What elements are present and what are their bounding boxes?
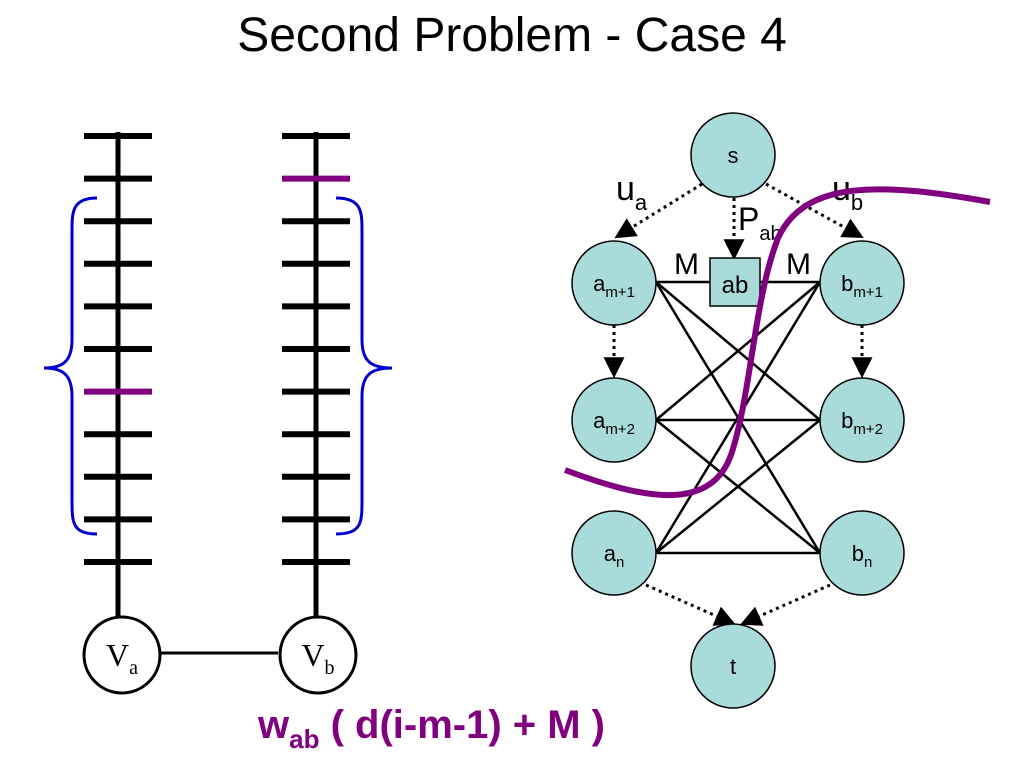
node-ab-label: ab bbox=[722, 272, 749, 299]
label-ub: ub bbox=[832, 170, 863, 215]
label-m-right: M bbox=[786, 248, 811, 281]
label-pab-main: P bbox=[738, 201, 759, 237]
svg-text:bn: bn bbox=[852, 541, 873, 571]
slide-title: Second Problem - Case 4 bbox=[237, 9, 787, 62]
ladder-b bbox=[282, 132, 350, 618]
node-bm2: bm+2 bbox=[819, 377, 905, 463]
vertex-va-main: V bbox=[106, 637, 129, 673]
svg-text:bm+1: bm+1 bbox=[841, 271, 883, 301]
label-ua-sub: a bbox=[635, 190, 648, 215]
node-bn: bn bbox=[819, 510, 905, 596]
node-am2-main: a bbox=[593, 408, 606, 433]
formula-sub: ab bbox=[289, 724, 319, 754]
ladder-a-rungs bbox=[84, 133, 152, 565]
left-brace bbox=[43, 196, 98, 536]
weight-formula: wab ( d(i-m-1) + M ) bbox=[257, 703, 605, 754]
svg-text:am+1: am+1 bbox=[593, 271, 635, 301]
vertex-vb-main: V bbox=[301, 637, 324, 673]
node-an-sub: n bbox=[616, 554, 624, 571]
svg-text:am+2: am+2 bbox=[593, 408, 635, 438]
label-ub-sub: b bbox=[851, 190, 863, 215]
node-bm1: bm+1 bbox=[819, 240, 905, 326]
node-am2: am+2 bbox=[571, 377, 657, 463]
node-bm1-main: b bbox=[841, 271, 853, 296]
node-t-label: t bbox=[730, 654, 736, 679]
node-bm2-main: b bbox=[841, 408, 853, 433]
node-am2-sub: m+2 bbox=[605, 421, 635, 438]
node-ab-box: ab bbox=[709, 257, 761, 307]
svg-text:Va: Va bbox=[106, 637, 138, 679]
cut-curve bbox=[563, 186, 991, 499]
node-am1-sub: m+1 bbox=[605, 284, 635, 301]
svg-text:an: an bbox=[604, 541, 625, 571]
right-brace bbox=[335, 196, 393, 536]
vertex-va: Va bbox=[82, 615, 162, 695]
vertex-vb: Vb bbox=[278, 615, 358, 695]
node-t: t bbox=[690, 623, 776, 709]
formula-w: w bbox=[257, 703, 290, 747]
formula-rest: ( d(i-m-1) + M ) bbox=[319, 703, 605, 747]
node-bn-sub: n bbox=[864, 554, 872, 571]
ladder-a bbox=[84, 132, 152, 618]
label-ub-main: u bbox=[832, 170, 851, 208]
dotted-arrows bbox=[603, 182, 873, 626]
vertex-va-sub: a bbox=[129, 657, 138, 679]
label-m-left: M bbox=[674, 248, 699, 281]
node-bm2-sub: m+2 bbox=[853, 421, 883, 438]
node-am1-main: a bbox=[593, 271, 606, 296]
label-ua-main: u bbox=[616, 170, 635, 208]
ladder-b-rungs bbox=[282, 133, 350, 565]
label-ua: ua bbox=[616, 170, 648, 215]
svg-text:bm+2: bm+2 bbox=[841, 408, 883, 438]
node-bm1-sub: m+1 bbox=[853, 284, 883, 301]
node-am1: am+1 bbox=[571, 240, 657, 326]
node-an-main: a bbox=[604, 541, 617, 566]
node-s-label: s bbox=[728, 143, 739, 168]
node-an: an bbox=[571, 510, 657, 596]
node-s: s bbox=[690, 112, 776, 198]
vertex-vb-sub: b bbox=[325, 657, 335, 679]
node-bn-main: b bbox=[852, 541, 864, 566]
svg-text:Vb: Vb bbox=[301, 637, 334, 679]
